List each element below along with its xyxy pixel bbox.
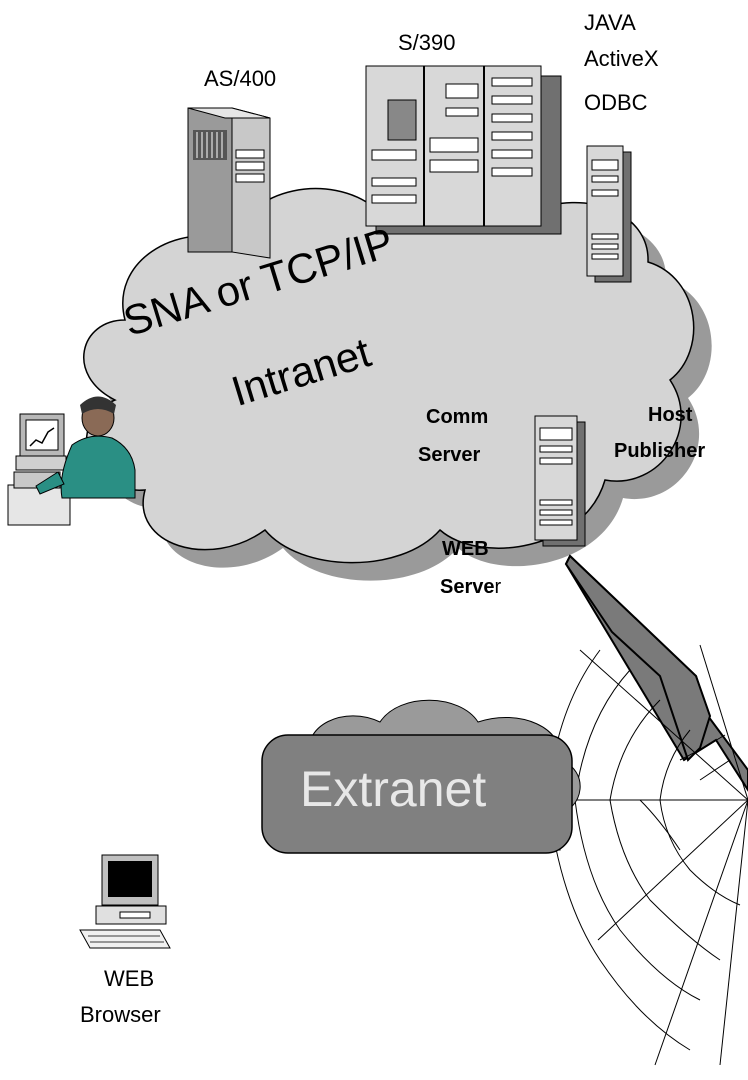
- as400-server-icon: [187, 107, 271, 259]
- app-server-icon: [586, 145, 632, 283]
- web-browser-pc-icon: [79, 854, 171, 949]
- s390-mainframe-icon: [365, 65, 562, 235]
- odbc-label: ODBC: [584, 90, 648, 115]
- intranet-user-icon: [7, 396, 136, 526]
- web-server-icon: [534, 415, 586, 547]
- activex-label: ActiveX: [584, 46, 659, 71]
- as400-label: AS/400: [204, 66, 277, 91]
- lightning-bolt-lower: [564, 554, 712, 762]
- java-label: JAVA: [584, 10, 636, 35]
- web-browser-label-1: WEB: [104, 966, 155, 991]
- internet-web-icon: [538, 644, 748, 1066]
- web-server-label-2-tail: r: [494, 576, 502, 598]
- web-browser-label-2: Browser: [80, 1002, 161, 1027]
- s390-label: S/390: [398, 30, 456, 55]
- web-server-label-1: WEB: [442, 538, 489, 560]
- extranet-label: Extranet: [300, 761, 487, 817]
- web-server-label-2: Server: [440, 576, 501, 599]
- web-server-label-2-bold: Serve: [440, 576, 495, 598]
- extranet-box: [261, 734, 573, 854]
- host-label: Host: [648, 404, 693, 426]
- publisher-label: Publisher: [614, 440, 706, 462]
- comm-server-label: Server: [418, 444, 481, 466]
- comm-label: Comm: [426, 406, 489, 428]
